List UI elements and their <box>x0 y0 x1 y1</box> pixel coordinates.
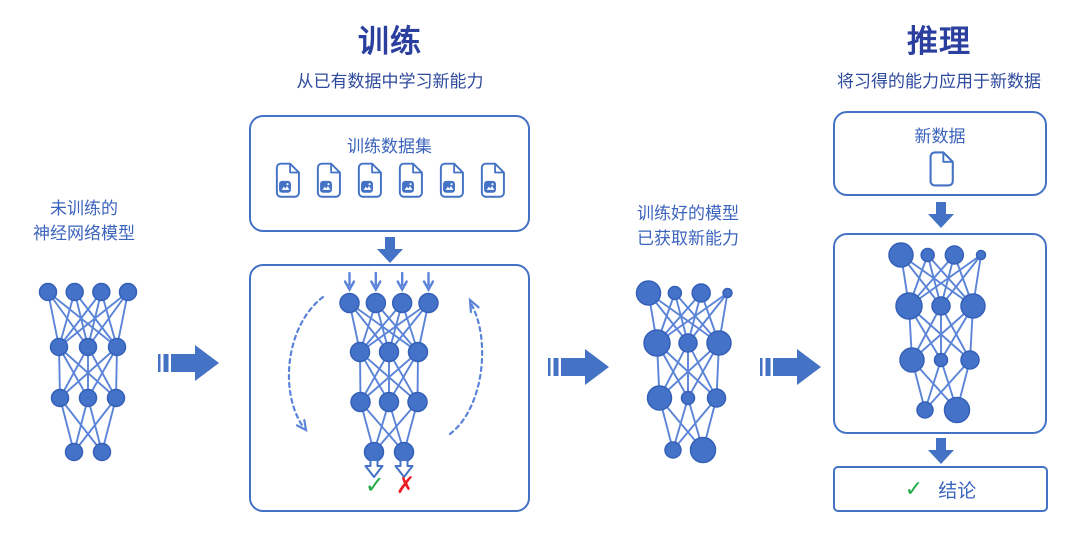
central-network <box>339 292 439 463</box>
incorrect-cross-icon: ✗ <box>395 471 416 498</box>
data-file-icon <box>439 162 464 198</box>
inference-subtitle: 将习得的能力应用于新数据 <box>837 72 1041 91</box>
feedback-loop-left-arrow <box>287 295 325 432</box>
flow-arrow-1 <box>158 345 219 381</box>
untrained-model-label: 未训练的 神经网络模型 <box>9 197 159 246</box>
inference-header: 推理 将习得的能力应用于新数据 <box>819 16 1059 92</box>
inference-title: 推理 <box>907 24 971 59</box>
training-dataset-box: 训练数据集 <box>249 115 530 232</box>
new-data-box: 新数据 <box>833 111 1047 196</box>
data-file-icon <box>398 162 423 198</box>
trained-model-label: 训练好的模型 已获取新能力 <box>613 202 763 251</box>
feedback-loop-right-arrow <box>448 297 484 436</box>
new-data-file-icon <box>929 151 954 187</box>
untrained-network-graphic <box>38 282 138 462</box>
conclusion-box: ✓ 结论 <box>833 466 1048 512</box>
new-data-title: 新数据 <box>914 127 966 146</box>
data-file-icon <box>316 162 341 198</box>
trained-model-label-line2: 已获取新能力 <box>637 228 739 248</box>
untrained-model-label-line2: 神经网络模型 <box>33 223 135 243</box>
training-header: 训练 从已有数据中学习新能力 <box>250 16 530 92</box>
conclusion-check-icon: ✓ <box>904 476 924 501</box>
data-file-icon <box>275 162 300 198</box>
training-feedback-marks: ✓ ✗ <box>352 471 428 499</box>
output-arrows <box>364 459 414 478</box>
training-network-graphic <box>287 271 484 478</box>
data-file-icon <box>480 162 505 198</box>
correct-check-icon: ✓ <box>364 471 385 499</box>
untrained-model-label-line1: 未训练的 <box>50 199 118 218</box>
flow-arrow-3 <box>760 349 821 385</box>
data-file-icon <box>357 162 382 198</box>
conclusion-label: 结论 <box>938 480 977 502</box>
input-arrows <box>343 271 435 292</box>
flow-arrow-2 <box>548 349 609 385</box>
dataset-file-icons <box>251 162 528 198</box>
down-arrow-newdata-to-model <box>928 202 954 228</box>
trained-network-graphic <box>635 280 733 464</box>
trained-model-label-line1: 训练好的模型 <box>637 204 739 223</box>
down-arrow-dataset-to-training <box>377 237 403 263</box>
training-subtitle: 从已有数据中学习新能力 <box>296 72 484 91</box>
inference-network-graphic <box>888 242 987 424</box>
training-title: 训练 <box>358 24 422 59</box>
training-dataset-title: 训练数据集 <box>347 137 432 156</box>
down-arrow-model-to-conclusion <box>928 438 954 464</box>
